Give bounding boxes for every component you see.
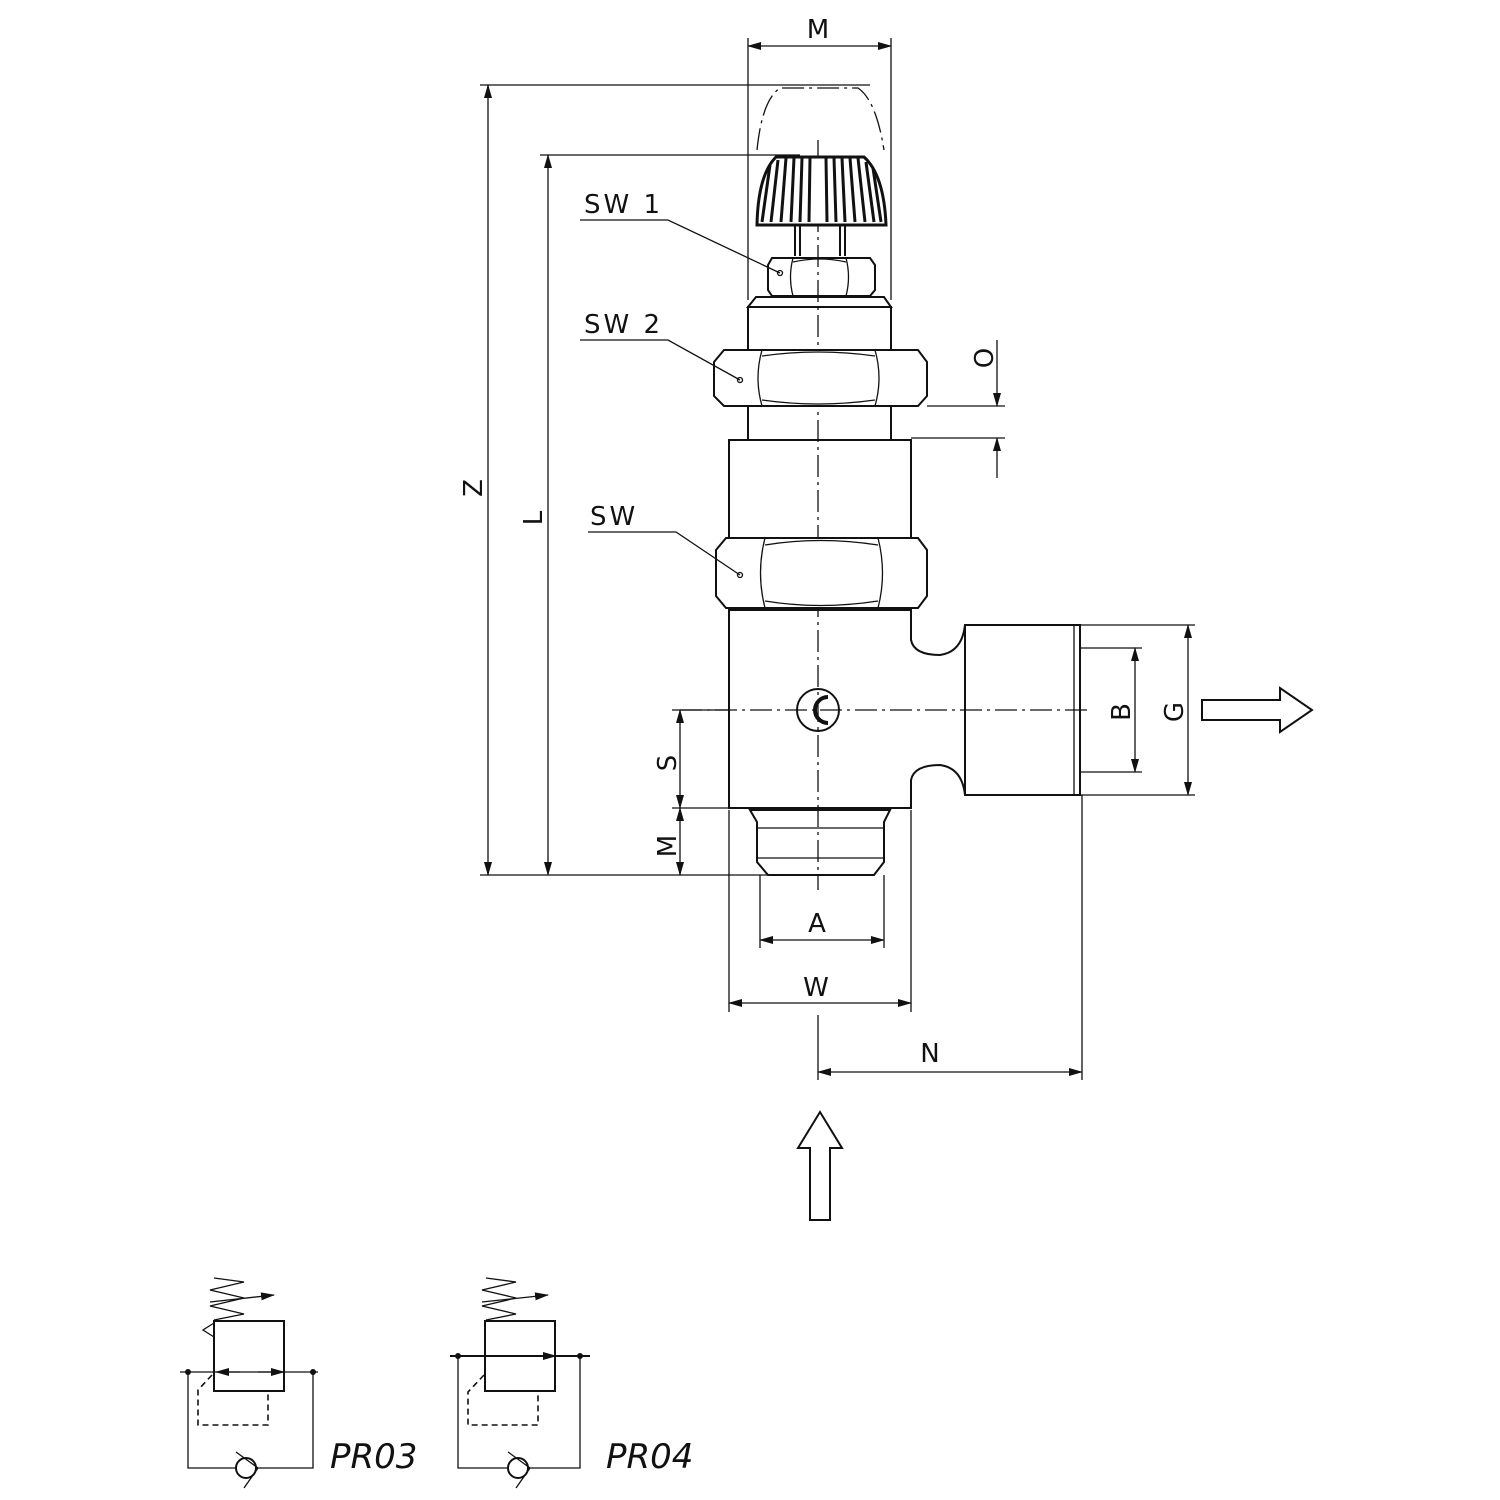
knob-extended-outline	[756, 87, 885, 151]
inlet-flow-arrow-icon	[796, 1110, 844, 1221]
extension-lines	[480, 38, 1195, 1080]
label-m-top: M	[807, 15, 829, 45]
label-z: Z	[459, 479, 489, 497]
sw1-nut	[767, 257, 876, 297]
label-w: W	[803, 973, 829, 1003]
knurled-knob	[755, 155, 888, 227]
label-s: S	[653, 755, 683, 772]
pr04-hydraulic-symbol: PR04	[450, 1277, 693, 1489]
label-m-bottom: M	[653, 835, 683, 857]
label-n: N	[920, 1039, 939, 1069]
label-l: L	[519, 510, 549, 525]
label-sw: SW	[590, 502, 638, 532]
label-a: A	[808, 909, 826, 939]
lower-body	[728, 609, 1081, 809]
bottom-thread	[748, 809, 892, 876]
sw-nut	[715, 537, 928, 609]
flange	[745, 296, 893, 308]
label-g: G	[1160, 702, 1190, 722]
label-sw1: SW 1	[584, 190, 663, 220]
leader-lines	[580, 219, 781, 576]
label-pr03: PR03	[330, 1437, 417, 1477]
logo-c-icon	[796, 688, 840, 732]
outlet-flow-arrow-icon	[1201, 686, 1314, 734]
sw2-nut	[713, 349, 928, 407]
pr03-hydraulic-symbol: PR03	[180, 1277, 417, 1489]
label-o: O	[970, 348, 1000, 368]
label-pr04: PR04	[606, 1437, 693, 1477]
middle-body	[728, 439, 912, 541]
label-sw2: SW 2	[584, 310, 663, 340]
label-b: B	[1107, 703, 1137, 721]
